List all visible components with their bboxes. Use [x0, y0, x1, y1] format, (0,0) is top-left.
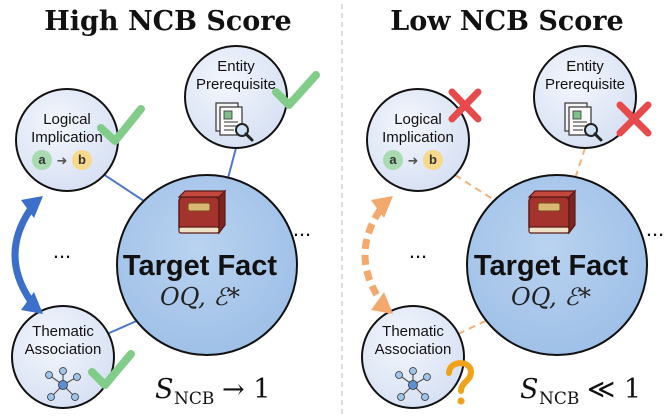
thematic-association-node [11, 305, 115, 409]
panel-title: Low NCB Score [390, 6, 623, 37]
logical-implication-label-2: Implication [31, 129, 103, 146]
check-icon [88, 350, 135, 389]
link-logical [454, 174, 503, 206]
svg-text:➜: ➜ [408, 154, 419, 169]
thematic-association-label-1: Thematic [382, 323, 444, 340]
target-fact-formula: OQ, ℰ* [160, 283, 240, 311]
arrow-head-down [371, 292, 393, 314]
target-fact-formula: OQ, ℰ* [511, 283, 591, 311]
ellipsis-right: ... [646, 216, 664, 241]
cross-icon [616, 101, 652, 137]
double-arrow-icon [11, 208, 33, 302]
target-fact-label: Target Fact [474, 250, 629, 282]
logical-implication-label-1: Logical [394, 111, 442, 128]
entity-prerequisite-label-2: Prerequisite [196, 76, 276, 93]
book-icon [178, 190, 226, 234]
svg-text:≪ 1: ≪ 1 [587, 374, 641, 405]
svg-text:a: a [389, 152, 397, 167]
link-logical [99, 171, 151, 206]
target-fact-label: Target Fact [123, 250, 278, 282]
svg-text:S: S [520, 374, 539, 405]
a-to-b-icon: a ➜ b [32, 150, 92, 170]
entity-prerequisite-label-1: Entity [566, 58, 604, 75]
svg-text:b: b [78, 152, 86, 167]
arrow-head-up [371, 196, 393, 218]
a-to-b-icon: a ➜ b [383, 150, 443, 170]
entity-prerequisite-node [184, 45, 288, 149]
panel-title: High NCB Score [44, 6, 291, 37]
arrow-head-down [21, 292, 43, 314]
check-icon [97, 105, 145, 145]
target-fact-node [116, 174, 298, 356]
ellipsis-left: ... [53, 238, 71, 263]
svg-text:S: S [155, 374, 174, 405]
ellipsis-right: ... [293, 216, 311, 241]
link-entity [227, 147, 237, 179]
logical-implication-label-1: Logical [43, 111, 91, 128]
thematic-association-label-2: Association [25, 341, 102, 358]
svg-text:b: b [429, 152, 437, 167]
entity-prerequisite-label-2: Prerequisite [545, 76, 625, 93]
double-arrow-icon [361, 208, 383, 302]
cross-icon [448, 88, 482, 123]
thematic-association-label-2: Association [375, 341, 452, 358]
question-icon [446, 360, 475, 405]
ncb-score: S NCB ≪ 1 [520, 374, 641, 409]
entity-prerequisite-node [533, 45, 637, 149]
book-icon [528, 190, 576, 234]
svg-text:→ 1: → 1 [222, 374, 270, 405]
target-fact-node [466, 174, 648, 356]
svg-text:NCB: NCB [539, 389, 579, 409]
check-icon [272, 71, 320, 109]
entity-prerequisite-label-1: Entity [217, 58, 255, 75]
panel-low: Low NCB Score Target Fact OQ, ℰ* Logical… [361, 6, 664, 409]
logical-implication-label-2: Implication [382, 129, 454, 146]
ncb-score: S NCB → 1 [155, 374, 270, 409]
arrow-head-up [21, 196, 43, 218]
svg-text:a: a [38, 152, 46, 167]
thematic-association-label-1: Thematic [32, 323, 94, 340]
ellipsis-left: ... [409, 238, 427, 263]
thematic-association-node [361, 305, 465, 409]
svg-text:NCB: NCB [174, 389, 214, 409]
panel-high: High NCB Score Target Fact OQ, ℰ* Logica… [11, 6, 320, 409]
svg-text:➜: ➜ [57, 154, 68, 169]
